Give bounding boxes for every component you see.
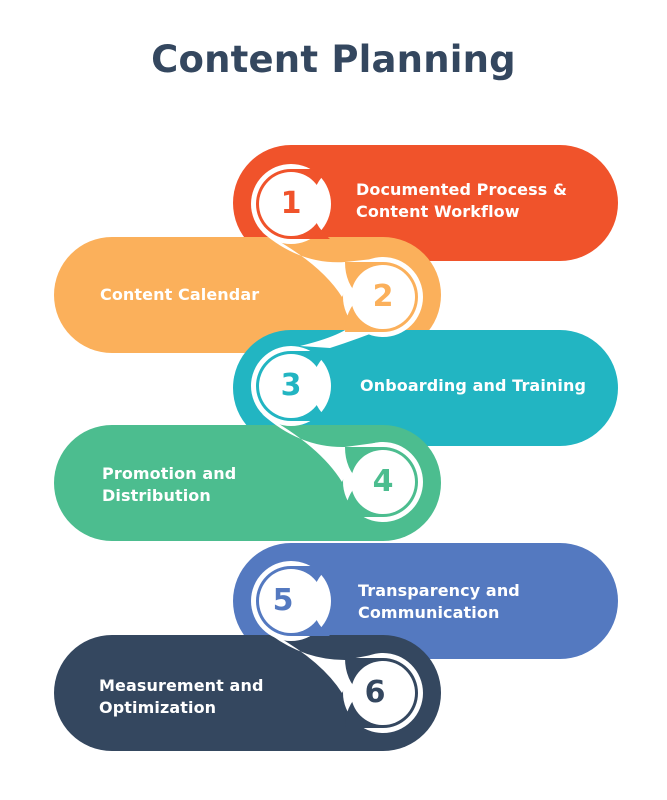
step-6-label-line-1: Measurement and <box>99 676 264 695</box>
number-sockets <box>259 172 415 725</box>
step-2-label-line-1: Content Calendar <box>100 285 260 304</box>
step-1-label-line-1: Documented Process & <box>356 180 568 199</box>
step-4-number: 4 <box>372 464 394 499</box>
step-6-label-line-2: Optimization <box>99 698 217 717</box>
step-3-label-line-1: Onboarding and Training <box>360 376 587 395</box>
step-3-pill <box>233 330 618 446</box>
step-1-label: Documented Process & Content Workflow <box>356 179 567 223</box>
step-5-label: Transparency and Communication <box>358 580 520 624</box>
step-5-label-line-1: Transparency and <box>358 581 520 600</box>
number-socket-6 <box>351 661 415 725</box>
step-3-label: Onboarding and Training <box>360 375 586 397</box>
step-5-label-line-2: Communication <box>358 603 500 622</box>
number-socket-3 <box>259 354 323 418</box>
page-title: Content Planning <box>151 38 516 81</box>
step-3-shape <box>233 330 618 446</box>
number-socket-2 <box>351 265 415 329</box>
step-4-label-line-2: Distribution <box>102 486 211 505</box>
step-6-number: 6 <box>364 675 386 710</box>
step-1-number: 1 <box>280 186 302 221</box>
step-4-label: Promotion and Distribution <box>102 463 236 507</box>
step-2-label: Content Calendar <box>100 284 259 306</box>
step-5-number: 5 <box>272 583 294 618</box>
number-socket-1 <box>259 172 323 236</box>
step-4-label-line-1: Promotion and <box>102 464 237 483</box>
step-5-shape <box>233 543 618 659</box>
step-6-label: Measurement and Optimization <box>99 675 264 719</box>
step-2-number: 2 <box>372 279 394 314</box>
step-5-pill <box>233 543 618 659</box>
number-socket-5 <box>259 569 323 633</box>
number-socket-4 <box>351 450 415 514</box>
step-1-label-line-2: Content Workflow <box>356 202 520 221</box>
step-3-number: 3 <box>280 368 302 403</box>
